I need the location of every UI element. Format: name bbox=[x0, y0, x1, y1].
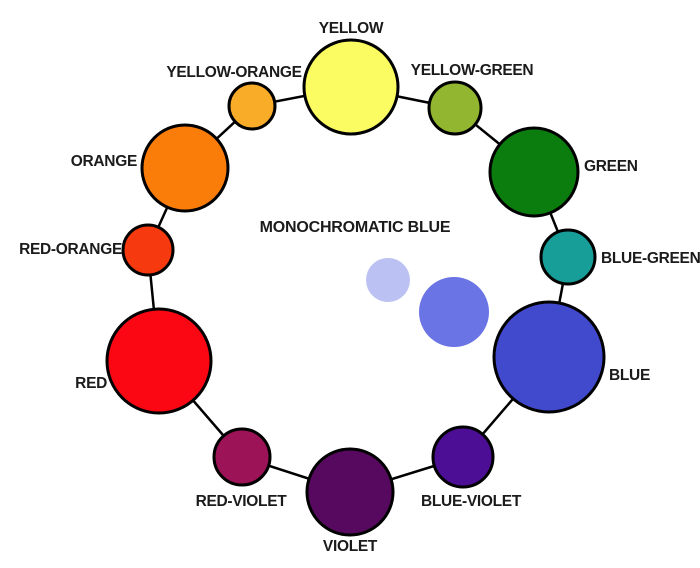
label-red-violet: RED-VIOLET bbox=[196, 493, 288, 510]
wheel-node-orange bbox=[140, 123, 230, 213]
wheel-node-blue bbox=[492, 300, 606, 414]
label-blue-violet: BLUE-VIOLET bbox=[421, 493, 522, 510]
label-yellow: YELLOW bbox=[319, 20, 384, 37]
label-red: RED bbox=[75, 375, 107, 392]
wheel-node-violet bbox=[305, 447, 395, 537]
monochromatic-blue-medium-swatch bbox=[419, 277, 489, 347]
wheel-node-yellow bbox=[302, 38, 400, 136]
label-yellow-orange: YELLOW-ORANGE bbox=[166, 64, 301, 81]
wheel-node-yellow-green bbox=[427, 80, 483, 136]
monochromatic-blue-light-swatch bbox=[366, 258, 410, 302]
wheel-node-blue-green bbox=[539, 228, 597, 286]
wheel-node-blue-violet bbox=[431, 425, 495, 489]
label-orange: ORANGE bbox=[71, 153, 137, 170]
label-blue: BLUE bbox=[609, 367, 650, 384]
wheel-node-red bbox=[105, 307, 213, 415]
wheel-node-green bbox=[488, 126, 580, 218]
label-green: GREEN bbox=[584, 158, 638, 175]
wheel-node-red-violet bbox=[212, 427, 272, 487]
label-yellow-green: YELLOW-GREEN bbox=[411, 62, 534, 79]
label-violet: VIOLET bbox=[323, 538, 378, 555]
wheel-node-red-orange bbox=[121, 223, 175, 277]
monochromatic-blue-group: MONOCHROMATIC BLUE bbox=[260, 219, 489, 347]
wheel-nodes bbox=[105, 38, 606, 537]
monochromatic-blue-title: MONOCHROMATIC BLUE bbox=[260, 219, 451, 236]
label-red-orange: RED-ORANGE bbox=[19, 241, 122, 258]
label-blue-green: BLUE-GREEN bbox=[601, 250, 700, 267]
wheel-node-yellow-orange bbox=[227, 81, 277, 131]
wheel-labels: YELLOW YELLOW-GREEN GREEN BLUE-GREEN BLU… bbox=[19, 20, 700, 555]
